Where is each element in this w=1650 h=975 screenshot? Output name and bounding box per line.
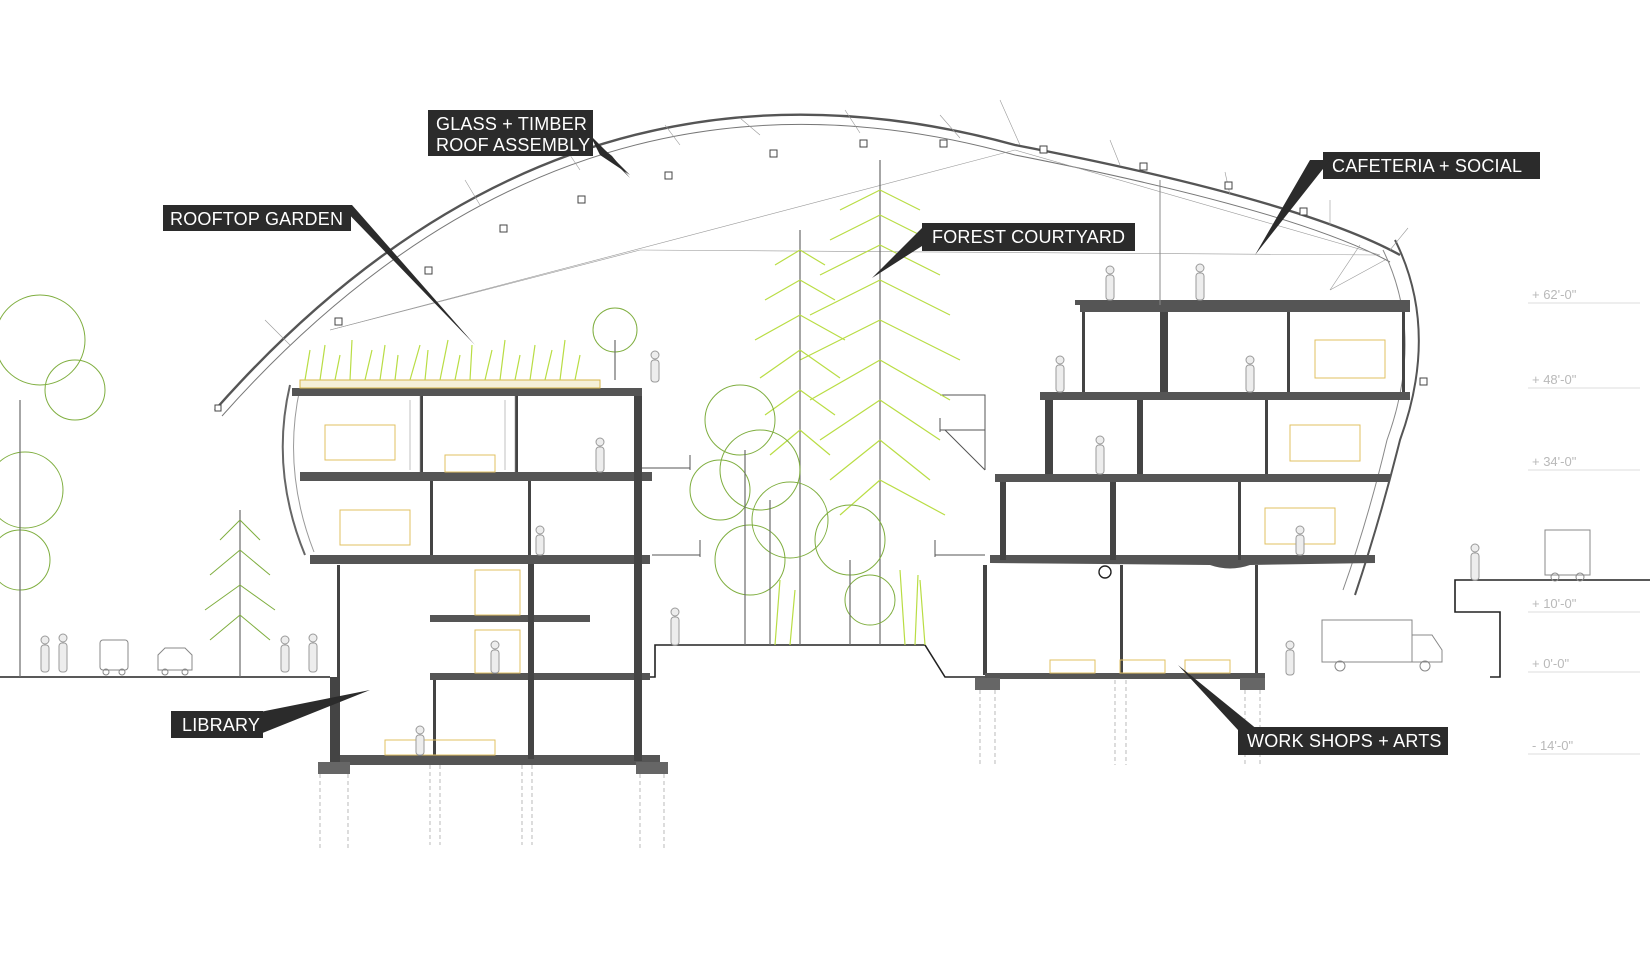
callout-label: CAFETERIA + SOCIAL <box>1332 156 1522 176</box>
person-figure <box>308 633 318 673</box>
person-figure <box>1095 435 1105 475</box>
person-figure <box>1470 543 1480 581</box>
truck-right <box>1544 529 1591 582</box>
person-figure <box>40 635 50 673</box>
people-figures <box>40 263 1480 756</box>
level-label: + 48'-0" <box>1532 372 1577 387</box>
callout-rooftop-garden: ROOFTOP GARDEN <box>163 205 475 345</box>
person-figure <box>490 640 500 674</box>
level-label: + 0'-0" <box>1532 656 1569 671</box>
callout-label: LIBRARY <box>182 715 260 735</box>
callout-label: ROOFTOP GARDEN <box>170 209 343 229</box>
person-figure <box>1295 525 1305 556</box>
callout-label: FOREST COURTYARD <box>932 227 1125 247</box>
level-markers: + 62'-0" + 48'-0" + 34'-0" + 10'-0" + 0'… <box>1528 287 1640 755</box>
vehicles <box>99 529 1591 676</box>
person-figure <box>280 635 290 673</box>
callout-workshops-arts: WORK SHOPS + ARTS <box>1178 665 1448 755</box>
callout-label: WORK SHOPS + ARTS <box>1247 731 1442 751</box>
level-marker-minus-14: - 14'-0" <box>1528 738 1640 755</box>
delivery-truck <box>1321 619 1443 672</box>
person-figure <box>1245 355 1255 393</box>
rooftop-garden-plants <box>304 339 581 381</box>
callout-label: GLASS + TIMBER <box>436 114 587 134</box>
person-figure <box>670 607 680 646</box>
left-building <box>281 379 701 850</box>
level-label: + 62'-0" <box>1532 287 1577 302</box>
person-figure <box>595 437 605 473</box>
callout-cafeteria-social: CAFETERIA + SOCIAL <box>1255 152 1540 255</box>
person-figure <box>1285 640 1295 676</box>
callout-label: ROOF ASSEMBLY <box>436 135 590 155</box>
street-trees-left <box>0 294 276 677</box>
person-figure <box>415 725 425 756</box>
person-figure <box>1055 355 1065 393</box>
level-marker-62: + 62'-0" <box>1528 287 1640 304</box>
rooftop-tree <box>592 307 638 380</box>
right-building <box>934 180 1410 765</box>
person-figure <box>1105 265 1115 301</box>
level-marker-48: + 48'-0" <box>1528 372 1640 389</box>
person-figure <box>1195 263 1205 301</box>
level-marker-0: + 0'-0" <box>1528 656 1640 673</box>
person-figure <box>535 525 545 556</box>
callout-forest-courtyard: FOREST COURTYARD <box>872 223 1135 278</box>
person-figure <box>58 633 68 673</box>
level-label: + 34'-0" <box>1532 454 1577 469</box>
level-label: - 14'-0" <box>1532 738 1573 753</box>
van-left <box>99 639 129 676</box>
callout-library: LIBRARY <box>171 690 370 738</box>
person-figure <box>650 350 660 383</box>
courtyard-trees <box>689 160 961 646</box>
level-marker-10: + 10'-0" <box>1528 596 1640 613</box>
level-marker-34: + 34'-0" <box>1528 454 1640 471</box>
car-left <box>157 647 193 676</box>
callout-roof-assembly: GLASS + TIMBER ROOF ASSEMBLY <box>428 110 630 178</box>
level-label: + 10'-0" <box>1532 596 1577 611</box>
